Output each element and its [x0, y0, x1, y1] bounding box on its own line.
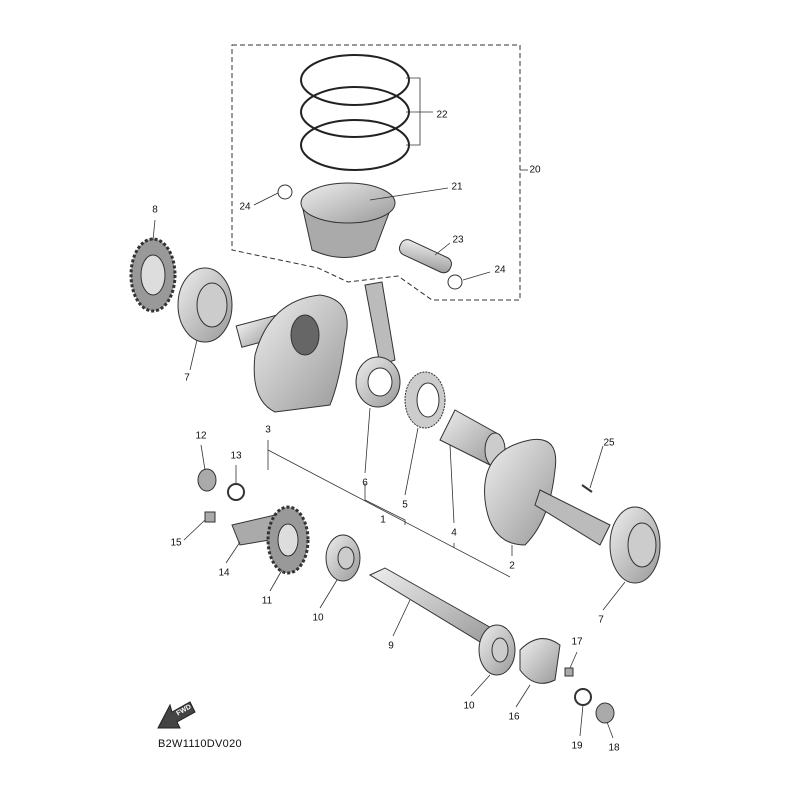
- connecting-rod: [355, 281, 401, 408]
- piston: [300, 182, 396, 258]
- callout-12: 12: [195, 430, 207, 442]
- crank-left: [235, 294, 348, 413]
- bearing-right: [609, 506, 661, 584]
- circlip-left: [277, 184, 293, 200]
- callout-8: 8: [152, 204, 158, 216]
- needle-bearing: [404, 371, 446, 429]
- callout-5: 5: [402, 499, 408, 511]
- nut-12: [197, 468, 217, 492]
- piston-rings: [300, 54, 410, 171]
- callout-4: 4: [451, 527, 457, 539]
- fwd-arrow-icon: [157, 701, 196, 729]
- callout-23: 23: [452, 234, 464, 246]
- callout-22: 22: [436, 109, 448, 121]
- callout-18: 18: [608, 742, 620, 754]
- pin-25: [581, 484, 593, 493]
- callout-10-lower: 10: [463, 700, 475, 712]
- leader-lines: [152, 77, 626, 739]
- diagram-code: B2W1110DV020: [158, 738, 242, 750]
- callout-1: 1: [380, 514, 386, 526]
- callout-16: 16: [508, 711, 520, 723]
- callout-2: 2: [509, 560, 515, 572]
- bearing-left: [177, 267, 233, 343]
- callout-19: 19: [571, 740, 583, 752]
- crank-pin: [439, 409, 506, 468]
- callout-21: 21: [451, 181, 463, 193]
- gear-11: [266, 505, 310, 575]
- piston-kit-box: [231, 44, 521, 301]
- circlip-right: [447, 274, 463, 290]
- callout-11: 11: [261, 595, 273, 607]
- callout-13: 13: [230, 450, 242, 462]
- callout-6: 6: [362, 477, 368, 489]
- bearing-10-lower: [478, 624, 516, 676]
- piston-pin: [398, 239, 452, 274]
- callout-24-right: 24: [494, 264, 506, 276]
- callout-7-left: 7: [184, 372, 190, 384]
- callout-24-left: 24: [239, 201, 251, 213]
- callout-17: 17: [571, 636, 583, 648]
- key-17: [564, 667, 574, 677]
- callout-20: 20: [529, 164, 541, 176]
- washer-19: [574, 688, 592, 706]
- balancer-weight-16: [519, 638, 561, 684]
- callout-15: 15: [170, 537, 182, 549]
- crank-right: [484, 438, 611, 546]
- callout-3: 3: [265, 424, 271, 436]
- bearing-10-upper: [325, 534, 361, 582]
- callout-9: 9: [388, 640, 394, 652]
- washer-13: [227, 483, 245, 501]
- callout-7-right: 7: [598, 614, 604, 626]
- callout-25: 25: [603, 437, 615, 449]
- balancer-shaft-9: [368, 567, 496, 646]
- nut-18: [595, 702, 615, 724]
- callout-14: 14: [218, 567, 230, 579]
- callout-10-upper: 10: [312, 612, 324, 624]
- bolt-15: [204, 511, 216, 523]
- gear-8: [129, 237, 177, 313]
